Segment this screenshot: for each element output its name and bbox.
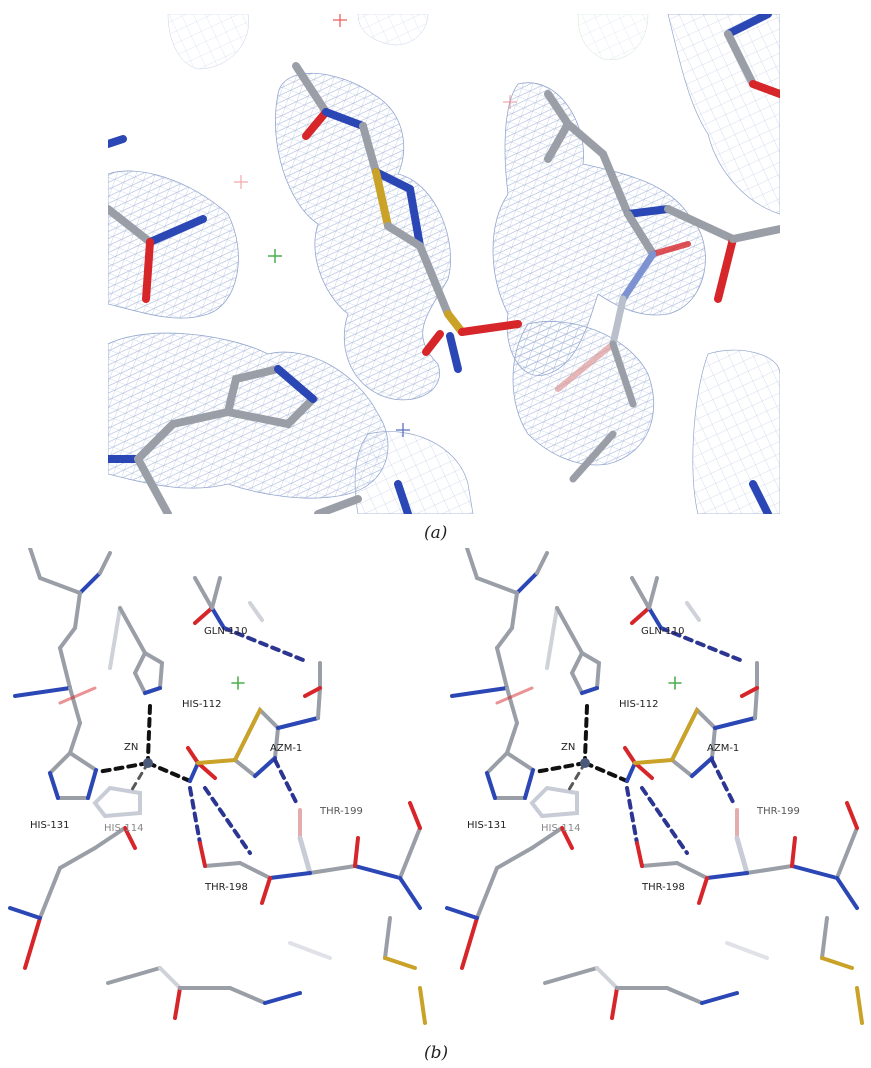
labels-right: GLN-110 HIS-112 ZN AZM-1 THR-199 HIS-131… [467, 626, 800, 893]
panel-b-caption: (b) [424, 1043, 449, 1063]
density-map-svg [108, 14, 780, 514]
label-his-112-right: HIS-112 [619, 699, 659, 710]
label-his-114-right: HIS-114 [541, 823, 581, 834]
stereo-view-svg: GLN-110 HIS-112 ZN AZM-1 THR-199 HIS-131… [0, 548, 871, 1036]
stereo-right-view [447, 548, 862, 1023]
label-gln-110-right: GLN-110 [641, 626, 685, 637]
panel-a-caption: (a) [424, 523, 448, 543]
label-azm-1: AZM-1 [270, 743, 302, 754]
ligand-azm-sticks [292, 62, 522, 373]
water-markers [234, 14, 517, 437]
labels-left: GLN-110 HIS-112 ZN AZM-1 THR-199 HIS-131… [30, 626, 363, 893]
label-his-131: HIS-131 [30, 820, 70, 831]
label-thr-199: THR-199 [319, 806, 363, 817]
label-azm-1-right: AZM-1 [707, 743, 739, 754]
label-gln-110: GLN-110 [204, 626, 248, 637]
density-mesh [108, 14, 780, 514]
residue-sticks [108, 14, 780, 514]
label-zn: ZN [124, 742, 138, 753]
label-zn-right: ZN [561, 742, 575, 753]
label-his-112: HIS-112 [182, 699, 222, 710]
label-his-131-right: HIS-131 [467, 820, 507, 831]
label-thr-199-right: THR-199 [756, 806, 800, 817]
stereo-left-view [10, 548, 425, 1023]
stereo-active-site-panel: GLN-110 HIS-112 ZN AZM-1 THR-199 HIS-131… [0, 548, 871, 1036]
label-thr-198-right: THR-198 [641, 882, 685, 893]
label-his-114: HIS-114 [104, 823, 144, 834]
label-thr-198: THR-198 [204, 882, 248, 893]
electron-density-panel [108, 14, 780, 514]
